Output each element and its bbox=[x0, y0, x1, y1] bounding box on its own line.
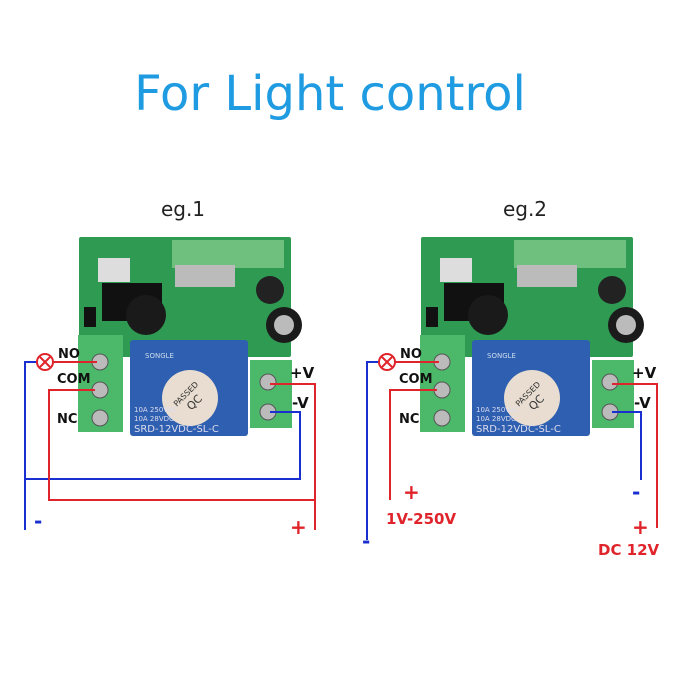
positive-wire bbox=[48, 383, 316, 501]
negative-wire bbox=[24, 361, 301, 480]
terminal-nc-label: NC bbox=[399, 412, 419, 427]
relay-brand: SONGLE bbox=[487, 352, 516, 360]
relay-model: SRD-12VDC-SL-C bbox=[134, 424, 219, 435]
example-2: eg.2 SONGLE 10A 250VAC 10A 28VDC SRD-12V… bbox=[362, 197, 660, 559]
example-1: eg.1 SONGLE 10A 250VAC 10A 28VDC SRD-12V… bbox=[24, 197, 316, 539]
terminal-minus-v-label: -V bbox=[634, 394, 651, 412]
load-negative-wire bbox=[366, 361, 379, 540]
terminal-plus-v-label: +V bbox=[290, 364, 315, 382]
example-1-label: eg.1 bbox=[161, 197, 205, 221]
light-bulb-icon bbox=[36, 353, 54, 371]
load-positive-wire bbox=[389, 389, 437, 500]
terminal-com-label: COM bbox=[57, 372, 91, 387]
dc-minus-sign: - bbox=[632, 480, 640, 504]
dc-voltage-label: DC 12V bbox=[598, 541, 660, 559]
relay-rating-1: 10A 250VAC bbox=[134, 406, 177, 414]
plus-sign: + bbox=[290, 515, 307, 539]
terminal-minus-v-label: -V bbox=[292, 394, 309, 412]
relay-model: SRD-12VDC-SL-C bbox=[476, 424, 561, 435]
page-title: For Light control bbox=[134, 66, 526, 122]
load-plus-sign: + bbox=[403, 480, 420, 504]
dc-negative-wire bbox=[612, 411, 642, 480]
terminal-nc-label: NC bbox=[57, 412, 77, 427]
relay-rating-2: 10A 28VDC bbox=[134, 415, 174, 423]
relay-brand: SONGLE bbox=[145, 352, 174, 360]
terminal-no-label: NO bbox=[400, 347, 422, 362]
load-voltage-label: 1V-250V bbox=[386, 510, 456, 528]
dc-positive-wire bbox=[612, 383, 658, 528]
relay-rating-2: 10A 28VDC bbox=[476, 415, 516, 423]
terminal-plus-v-label: +V bbox=[632, 364, 657, 382]
minus-sign: - bbox=[34, 509, 42, 533]
terminal-com-label: COM bbox=[399, 372, 433, 387]
load-minus-sign: - bbox=[362, 529, 370, 553]
dc-plus-sign: + bbox=[632, 515, 649, 539]
example-2-label: eg.2 bbox=[503, 197, 547, 221]
relay-rating-1: 10A 250VAC bbox=[476, 406, 519, 414]
terminal-no-label: NO bbox=[58, 347, 80, 362]
light-bulb-icon bbox=[378, 353, 396, 371]
